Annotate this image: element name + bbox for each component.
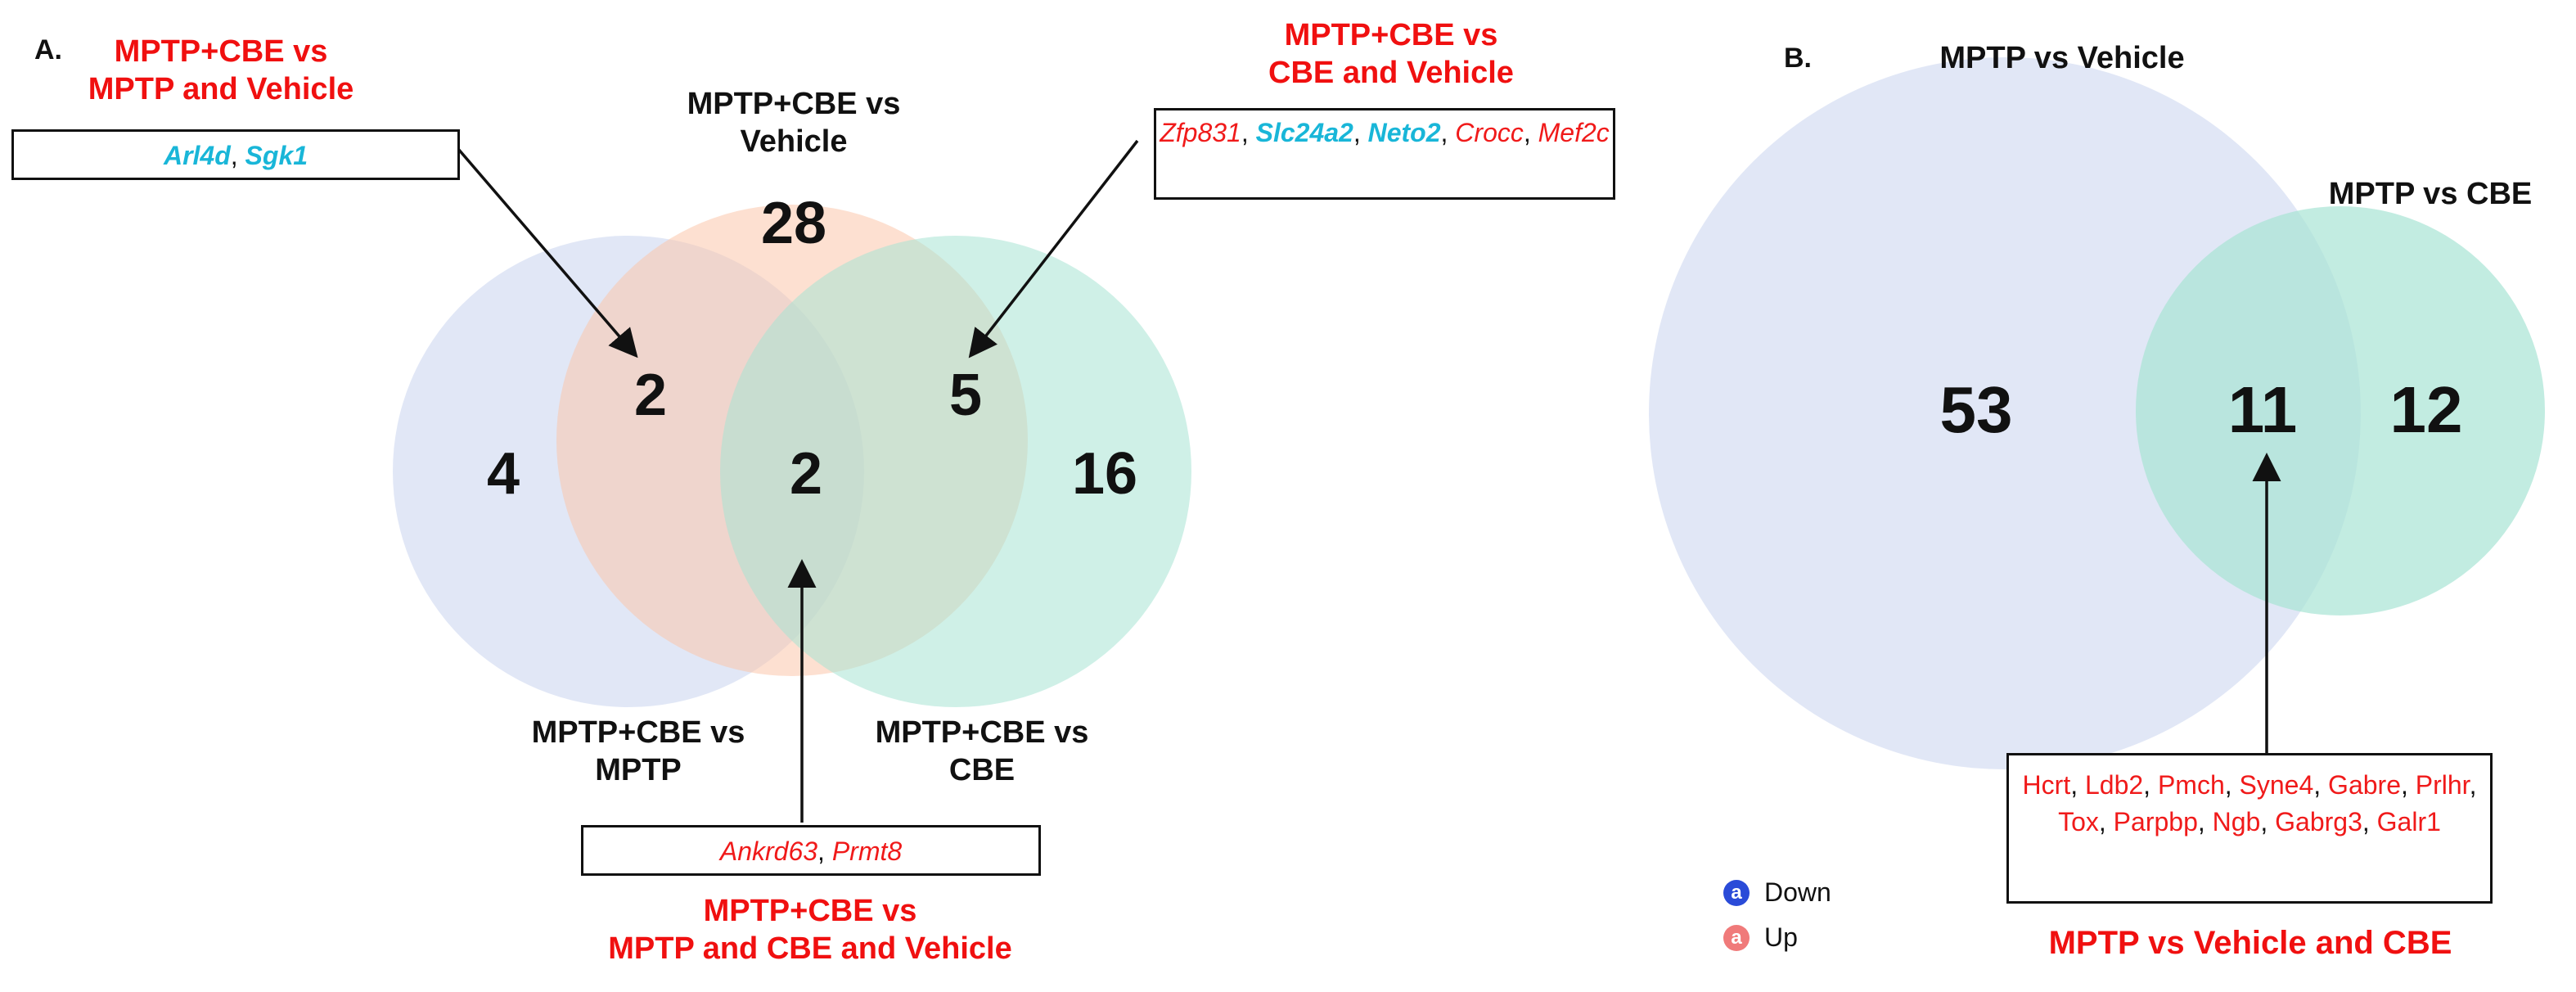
panel-a-label: A.: [34, 34, 62, 65]
legend-down-icon: a: [1723, 879, 1750, 906]
gene-hcrt: Hcrt: [2022, 770, 2071, 800]
gene-separator: ,: [230, 141, 245, 170]
gene-prlhr: Prlhr: [2415, 770, 2470, 800]
gene-gabrg3: Gabrg3: [2275, 806, 2362, 836]
gene-box-all-three: Ankrd63, Prmt8: [581, 825, 1041, 876]
set-circle-mptp-vs-cbe: [2136, 206, 2545, 615]
gene-ldb2: Ldb2: [2084, 770, 2144, 800]
title-line: MPTP+CBE vs: [875, 715, 1089, 750]
count-vehicle-only: 28: [760, 191, 827, 256]
gene-mef2c: Mef2c: [1538, 118, 1610, 147]
gene-box-mptp-vehicle: Arl4d, Sgk1: [11, 129, 460, 180]
gene-separator: ,: [817, 836, 832, 866]
arrow-mptp-vehicle: [457, 147, 638, 358]
legend-up-icon: a: [1723, 924, 1750, 951]
gene-separator: ,: [1241, 118, 1256, 147]
gene-box-cbe-vehicle: Zfp831, Slc24a2, Neto2, Crocc, Mef2c: [1154, 108, 1615, 200]
gene-ankrd63: Ankrd63: [719, 836, 818, 866]
title-line: MPTP and Vehicle: [88, 72, 354, 107]
gene-tox: Tox: [2058, 806, 2099, 836]
gene-separator: ,: [2313, 770, 2329, 800]
gene-list: Hcrt, Ldb2, Pmch, Syne4, Gabre, Prlhr, T…: [2023, 770, 2477, 836]
gene-separator: ,: [2098, 806, 2114, 836]
gene-separator: ,: [2260, 806, 2276, 836]
gene-sgk1: Sgk1: [245, 141, 308, 170]
title-line: MPTP+CBE vs: [703, 894, 917, 928]
set-label-mptp-vs-cbe: MPTP vs CBE: [2328, 177, 2533, 211]
title-line: CBE: [948, 753, 1016, 788]
gene-pmch: Pmch: [2157, 770, 2225, 800]
count-cbe-only: 16: [1071, 441, 1138, 507]
gene-list: Zfp831, Slc24a2, Neto2, Crocc, Mef2c: [1160, 118, 1610, 147]
callout-title-cbe-vehicle: MPTP+CBE vs CBE and Vehicle: [1178, 16, 1604, 92]
gene-separator: ,: [2400, 770, 2416, 800]
legend-item-up: a Up: [1723, 922, 1831, 953]
gene-parpbp: Parpbp: [2113, 806, 2198, 836]
count-cbe-only-b: 12: [2389, 373, 2463, 446]
gene-separator: ,: [2197, 806, 2213, 836]
gene-gabre: Gabre: [2328, 770, 2401, 800]
gene-separator: ,: [2070, 770, 2085, 800]
gene-list: Ankrd63, Prmt8: [720, 836, 902, 866]
title-line: MPTP+CBE vs: [531, 715, 745, 750]
panel-b-label: B.: [1784, 43, 1812, 74]
legend-label: Down: [1764, 877, 1831, 907]
set-circle-mptp-vs-vehicle: [1649, 57, 2361, 769]
count-mptp-only: 4: [486, 441, 520, 507]
gene-prmt8: Prmt8: [831, 836, 903, 866]
count-cbe-vehicle: 5: [948, 363, 983, 428]
gene-separator: ,: [2224, 770, 2240, 800]
set-circle-cbe: [720, 236, 1191, 707]
gene-zfp831: Zfp831: [1160, 118, 1241, 147]
title-line: MPTP+CBE vs: [114, 34, 328, 69]
legend: a Down a Up: [1723, 877, 1831, 953]
legend-item-down: a Down: [1723, 877, 1831, 908]
title-line: MPTP: [595, 753, 682, 788]
gene-slc24a2: Slc24a2: [1255, 118, 1353, 147]
gene-crocc: Crocc: [1455, 118, 1524, 147]
title-line: MPTP and CBE and Vehicle: [608, 931, 1012, 967]
title-line: Vehicle: [740, 124, 848, 160]
gene-separator: ,: [2469, 770, 2477, 800]
callout-title-panel-b: MPTP vs Vehicle and CBE: [2048, 925, 2452, 961]
count-vehicle-only-b: 53: [1939, 373, 2013, 446]
gene-syne4: Syne4: [2239, 770, 2314, 800]
count-all-three: 2: [789, 441, 823, 507]
gene-ngb: Ngb: [2212, 806, 2261, 836]
gene-arl4d: Arl4d: [163, 141, 231, 170]
gene-separator: ,: [1523, 118, 1538, 147]
count-mptp-vehicle: 2: [633, 363, 668, 428]
count-overlap-b: 11: [2227, 373, 2298, 446]
title-line: MPTP+CBE vs: [687, 87, 901, 121]
arrow-cbe-vehicle: [968, 139, 1139, 358]
gene-separator: ,: [2143, 770, 2158, 800]
gene-separator: ,: [1440, 118, 1456, 147]
gene-list: Arl4d, Sgk1: [164, 141, 308, 170]
gene-box-panel-b: Hcrt, Ldb2, Pmch, Syne4, Gabre, Prlhr, T…: [2006, 753, 2493, 904]
set-label-mptp-vs-vehicle: MPTP vs Vehicle: [1939, 41, 2185, 75]
title-line: MPTP+CBE vs: [1284, 18, 1498, 52]
title-line: CBE and Vehicle: [1268, 56, 1514, 91]
gene-separator: ,: [2362, 806, 2377, 836]
legend-label: Up: [1764, 922, 1798, 952]
gene-galr1: Galr1: [2376, 806, 2441, 836]
gene-separator: ,: [1353, 118, 1368, 147]
gene-neto2: Neto2: [1367, 118, 1441, 147]
